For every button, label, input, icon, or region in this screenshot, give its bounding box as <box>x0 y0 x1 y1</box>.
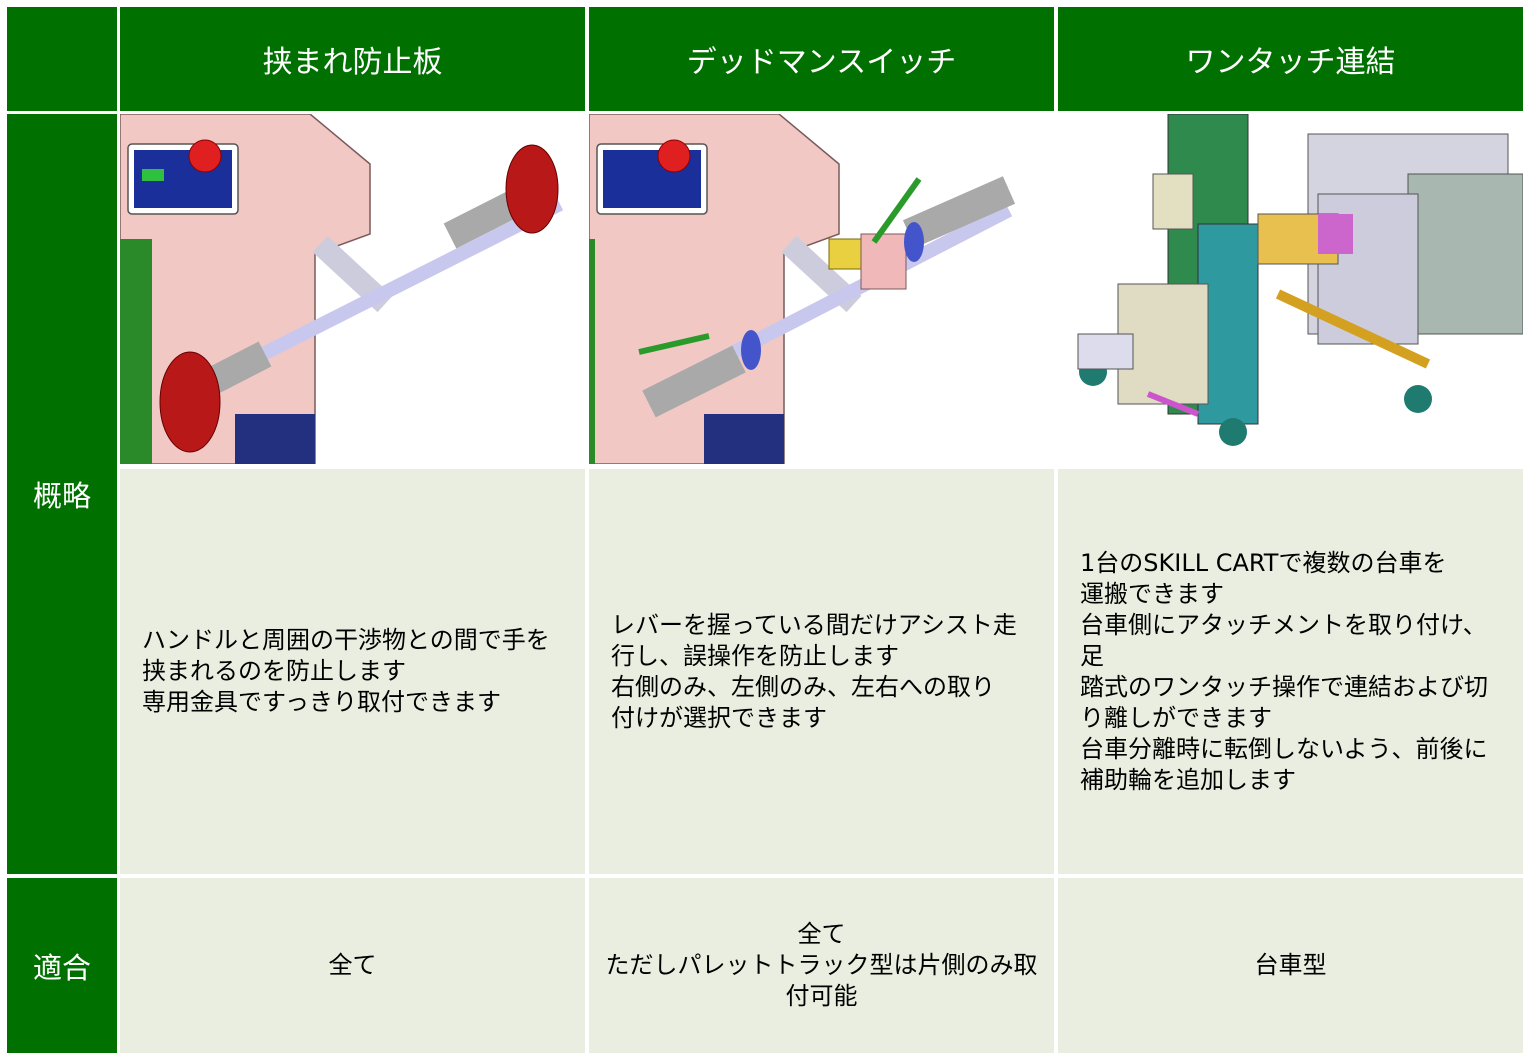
corner-cell <box>7 7 117 111</box>
deadman-switch-image <box>589 114 1054 464</box>
header-deadman-switch: デッドマンスイッチ <box>589 7 1054 111</box>
description-text: 1台のSKILL CARTで複数の台車を 運搬できます 台車側にアタッチメントを… <box>1080 548 1488 794</box>
one-touch-coupling-drawing <box>1058 114 1523 464</box>
fit-text: 全て <box>328 951 377 979</box>
anti-pinch-plate-drawing <box>120 114 585 464</box>
anti-pinch-plate-image <box>120 114 585 464</box>
header-one-touch-coupling: ワンタッチ連結 <box>1058 7 1523 111</box>
row-label-fit: 適合 <box>7 878 117 1053</box>
fit-deadman-switch: 全て ただしパレットトラック型は片側のみ取 付可能 <box>589 878 1054 1053</box>
description-deadman-switch: レバーを握っている間だけアシスト走 行し、誤操作を防止します 右側のみ、左側のみ… <box>589 469 1054 874</box>
one-touch-coupling-image <box>1058 114 1523 464</box>
row-label-overview: 概略 <box>7 114 117 874</box>
description-text: レバーを握っている間だけアシスト走 行し、誤操作を防止します 右側のみ、左側のみ… <box>611 610 1017 732</box>
description-text: ハンドルと周囲の干渉物との間で手を 挟まれるのを防止します 専用金具ですっきり取… <box>142 626 550 716</box>
description-one-touch-coupling: 1台のSKILL CARTで複数の台車を 運搬できます 台車側にアタッチメントを… <box>1058 469 1523 874</box>
fit-text: 台車型 <box>1254 951 1327 979</box>
deadman-switch-drawing <box>589 114 1054 464</box>
fit-text: 全て ただしパレットトラック型は片側のみ取 付可能 <box>605 920 1038 1010</box>
header-anti-pinch-plate: 挟まれ防止板 <box>120 7 585 111</box>
fit-anti-pinch-plate: 全て <box>120 878 585 1053</box>
description-anti-pinch-plate: ハンドルと周囲の干渉物との間で手を 挟まれるのを防止します 専用金具ですっきり取… <box>120 469 585 874</box>
fit-one-touch-coupling: 台車型 <box>1058 878 1523 1053</box>
